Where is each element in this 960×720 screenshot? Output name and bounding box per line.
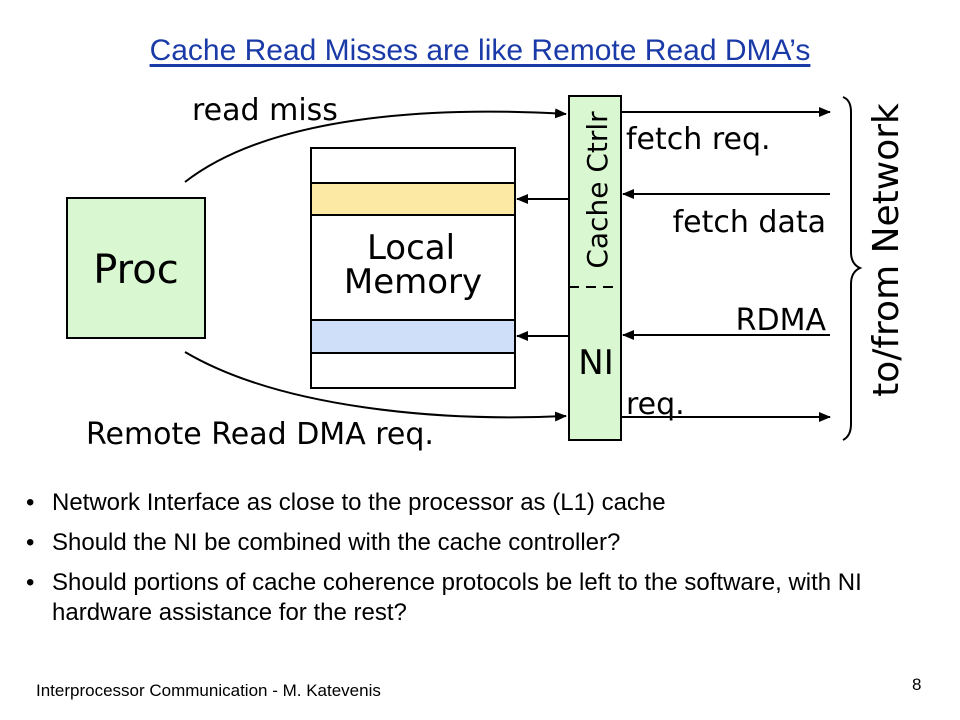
memory-yellow-band: [310, 182, 516, 216]
footer-text: Interprocessor Communication - M. Kateve…: [36, 681, 381, 700]
proc-label: Proc: [93, 247, 178, 293]
to-from-network-label: to/from Network: [866, 103, 907, 397]
network-brace: [842, 96, 863, 441]
cache-ni-diagram: Proc Local Memory Cache Ctrlr NI read mi…: [66, 93, 907, 452]
bullet-list: • Network Interface as close to the proce…: [26, 488, 926, 638]
rdma-label: RDMA: [736, 303, 827, 338]
fetch-data-label: fetch data: [673, 205, 826, 240]
bullet-glyph: •: [26, 529, 35, 556]
bullet-text: Should the NI be combined with the cache…: [52, 529, 621, 556]
cache-ctrlr-label: Cache Ctrlr: [581, 111, 614, 269]
read-miss-arrow: [184, 108, 567, 183]
remote-read-dma-req-label: Remote Read DMA req.: [86, 417, 434, 452]
req-label: req.: [626, 387, 685, 422]
bullet-text: Network Interface as close to the proces…: [52, 489, 666, 516]
read-miss-label: read miss: [192, 93, 338, 128]
bullet-item: • Should portions of cache coherence prot…: [26, 568, 926, 628]
remote-read-dma-arrow: [184, 351, 567, 422]
cache-controller-ni-box: [568, 95, 622, 441]
bullet-text: Should portions of cache coherence proto…: [52, 569, 862, 626]
ni-label: NI: [578, 343, 613, 383]
proc-box: [66, 197, 206, 339]
bullet-glyph: •: [26, 489, 35, 516]
memory-label-memory: Memory: [344, 262, 482, 302]
bullet-item: • Should the NI be combined with the cach…: [26, 528, 926, 558]
slide-title: Cache Read Misses are like Remote Read D…: [149, 34, 811, 67]
memory-blue-band: [310, 319, 516, 354]
bullet-item: • Network Interface as close to the proce…: [26, 488, 926, 518]
bullet-glyph: •: [26, 569, 35, 596]
page-number: 8: [912, 675, 922, 694]
memory-label-local: Local: [367, 228, 455, 268]
fetch-req-label: fetch req.: [626, 122, 771, 157]
